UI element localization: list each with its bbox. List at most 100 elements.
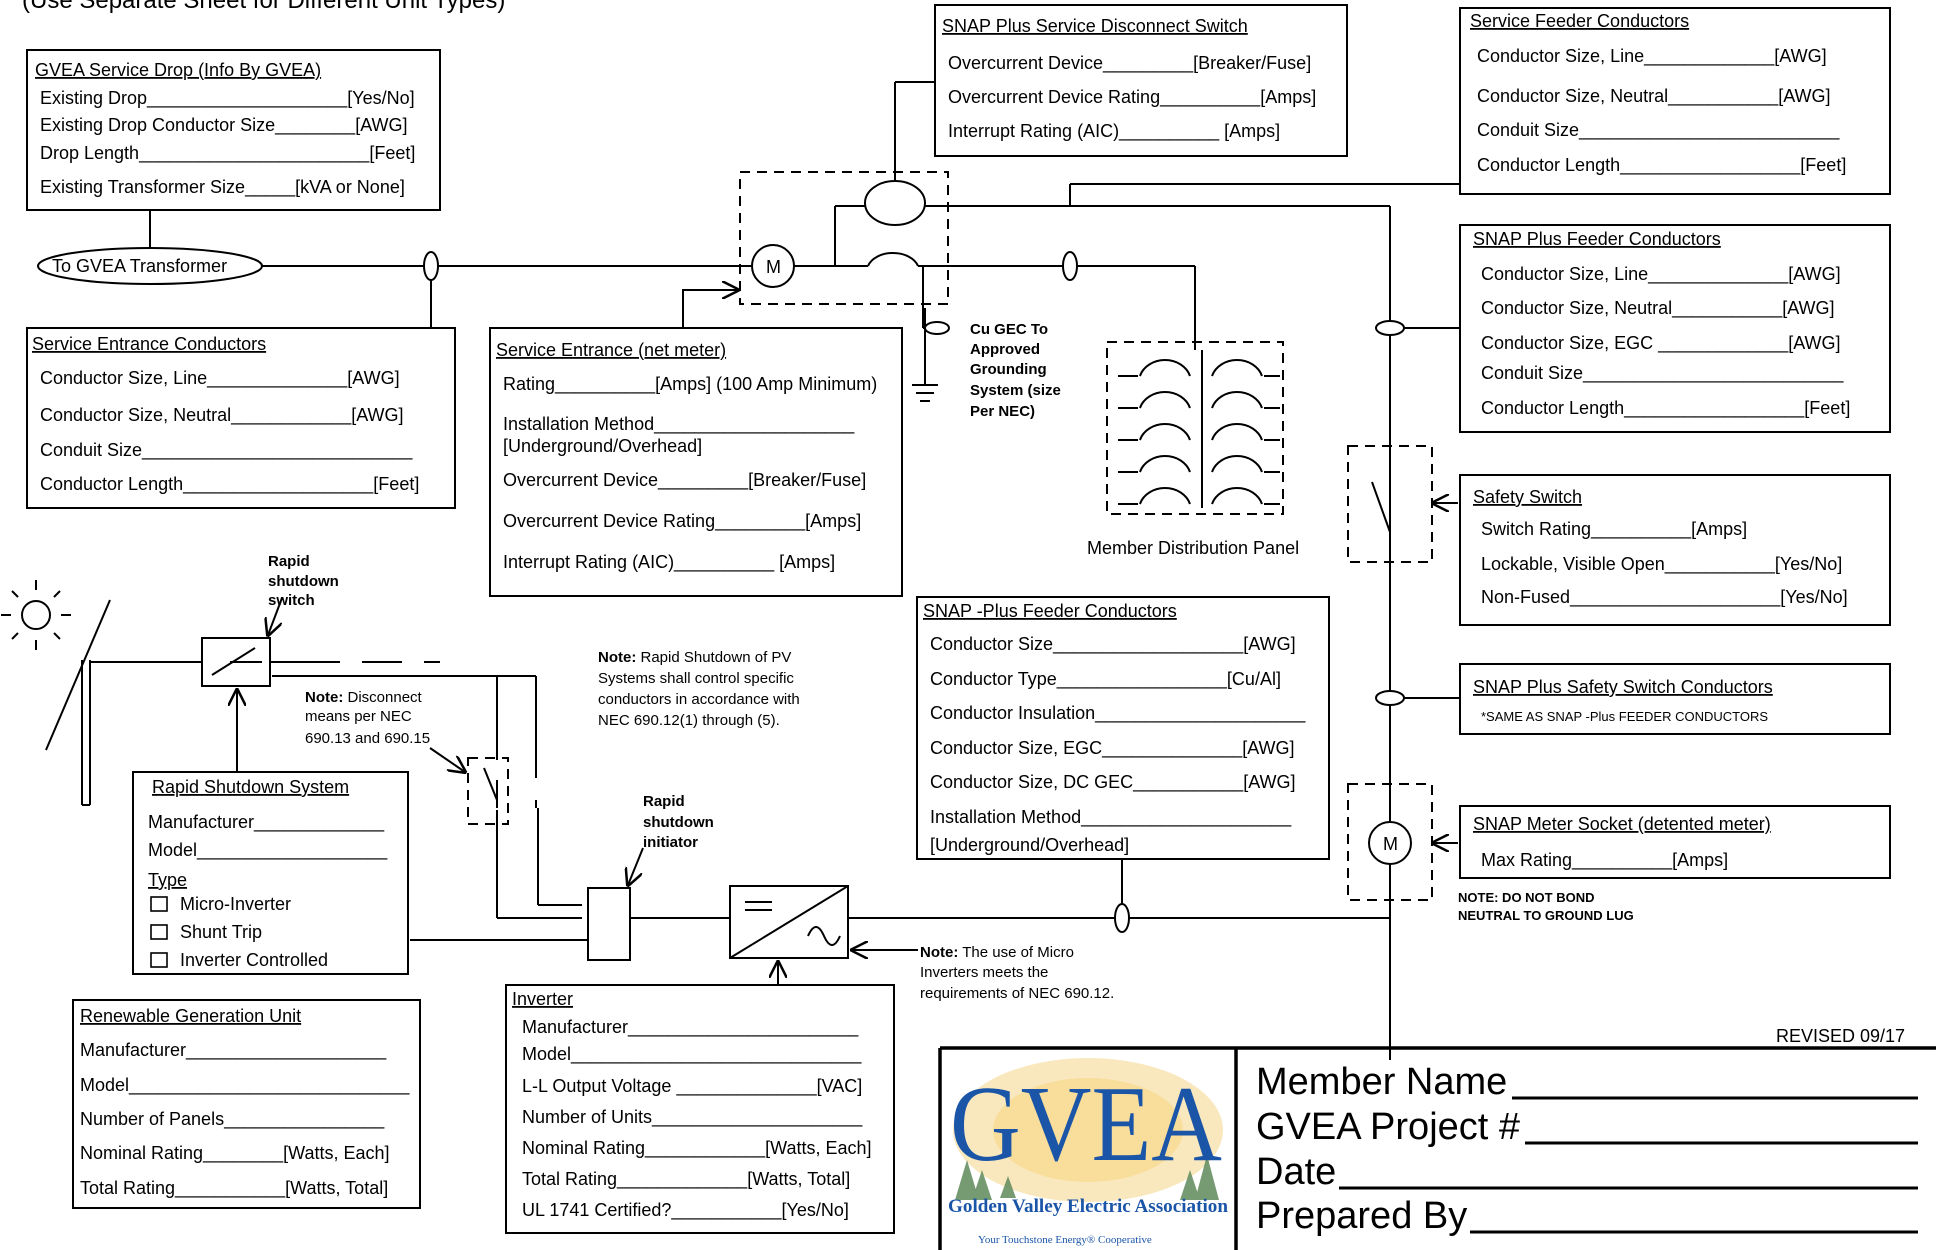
field-model: Model_____________________________ <box>522 1044 862 1065</box>
field-transformer-size: Existing Transformer Size_____[kVA or No… <box>40 177 405 198</box>
field-length: Conductor Length__________________[Feet] <box>1481 398 1850 419</box>
inverter-symbol <box>729 885 918 985</box>
field-lockable: Lockable, Visible Open___________[Yes/No… <box>1481 554 1842 575</box>
inverter-box: Inverter Manufacturer___________________… <box>505 984 895 1234</box>
no-bond-note-1: NOTE: DO NOT BOND <box>1458 890 1595 905</box>
gvea-logo: GVEA Golden Valley Electric Association … <box>948 1058 1228 1246</box>
to-transformer-node <box>37 247 263 285</box>
meter-socket-symbol <box>1347 783 1458 901</box>
field-egc: Conductor Size, EGC _____________[AWG] <box>1481 333 1841 354</box>
svg-text:Note: The use of Micro: Note: The use of Micro <box>920 944 1074 961</box>
title-block: GVEA Golden Valley Electric Association … <box>938 1046 1936 1250</box>
snap-meter-socket-box: SNAP Meter Socket (detented meter) Max R… <box>1459 805 1891 879</box>
box-title: Inverter <box>512 989 573 1009</box>
field-conduit: Conduit Size___________________________ <box>40 440 413 461</box>
field-model: Model___________________ <box>148 840 388 861</box>
checkbox-shunt-trip <box>150 924 168 940</box>
field-install-method-options: [Underground/Overhead] <box>503 436 702 456</box>
pv-array-symbol <box>45 599 111 806</box>
wiring <box>90 81 1460 1060</box>
member-distribution-panel-symbol <box>1106 341 1284 515</box>
field-size: Conductor Size___________________[AWG] <box>930 634 1296 655</box>
svg-text:Inverters meets the: Inverters meets the <box>920 964 1048 981</box>
field-overcurrent-device: Overcurrent Device_________[Breaker/Fuse… <box>503 470 866 491</box>
field-number-of-units: Number of Units_____________________ <box>522 1107 863 1128</box>
field-line: Conductor Size, Line_____________[AWG] <box>1477 46 1827 67</box>
svg-text:Note: Disconnect: Note: Disconnect <box>305 689 423 706</box>
field-nominal-rating: Nominal Rating____________[Watts, Each] <box>522 1138 872 1159</box>
revised-label: REVISED 09/17 <box>1776 1026 1905 1046</box>
field-dc-gec: Conductor Size, DC GEC___________[AWG] <box>930 772 1296 793</box>
svg-text:initiator: initiator <box>643 834 698 851</box>
micro-inverter-note: Note: The use of Micro Inverters meets t… <box>920 944 1114 1002</box>
logo-tagline: Your Touchstone Energy® Cooperative <box>978 1234 1152 1246</box>
rapid-shutdown-note: Note: Rapid Shutdown of PV Systems shall… <box>598 649 800 729</box>
svg-text:Rapid: Rapid <box>268 553 310 570</box>
snap-safety-switch-conductors-box: SNAP Plus Safety Switch Conductors *SAME… <box>1459 663 1891 735</box>
svg-text:switch: switch <box>268 592 315 609</box>
field-manufacturer: Manufacturer____________________ <box>80 1040 387 1061</box>
field-interrupt-rating: Interrupt Rating (AIC)__________ [Amps] <box>948 121 1280 142</box>
rapid-shutdown-switch-symbol <box>201 597 283 687</box>
field-install-method: Installation Method_____________________ <box>930 807 1292 828</box>
box-title: GVEA Service Drop (Info By GVEA) <box>35 60 321 80</box>
member-name-label: Member Name <box>1256 1061 1507 1103</box>
field-manufacturer: Manufacturer_____________ <box>148 812 385 833</box>
panel-label: Member Distribution Panel <box>1087 538 1299 558</box>
field-total-rating: Total Rating___________[Watts, Total] <box>80 1178 388 1199</box>
field-overcurrent-rating: Overcurrent Device Rating__________[Amps… <box>948 87 1316 108</box>
field-conduit: Conduit Size__________________________ <box>1481 363 1844 384</box>
svg-text:Approved: Approved <box>970 341 1040 358</box>
field-switch-rating: Switch Rating__________[Amps] <box>1481 519 1747 540</box>
box-title: SNAP Plus Safety Switch Conductors <box>1473 677 1773 697</box>
field-type: Conductor Type_________________[Cu/Al] <box>930 669 1281 690</box>
option-shunt-trip: Shunt Trip <box>180 922 262 942</box>
box-title: SNAP -Plus Feeder Conductors <box>923 601 1177 621</box>
field-neutral: Conductor Size, Neutral___________[AWG] <box>1481 298 1835 319</box>
field-ll-voltage: L-L Output Voltage ______________[VAC] <box>522 1076 862 1097</box>
field-overcurrent-rating: Overcurrent Device Rating_________[Amps] <box>503 511 861 532</box>
field-total-rating: Total Rating_____________[Watts, Total] <box>522 1169 850 1190</box>
box-title: Service Entrance (net meter) <box>496 340 726 360</box>
rapid-shutdown-initiator-label: Rapid shutdown initiator <box>643 793 714 851</box>
svg-text:means per NEC: means per NEC <box>305 708 412 725</box>
snap-service-disconnect-box: SNAP Plus Service Disconnect Switch Over… <box>934 4 1348 157</box>
renewable-generation-unit-box: Renewable Generation Unit Manufacturer__… <box>72 999 421 1209</box>
service-entrance-net-meter-box: Service Entrance (net meter) Rating_____… <box>489 327 903 597</box>
svg-text:shutdown: shutdown <box>268 573 339 590</box>
field-overcurrent-device: Overcurrent Device_________[Breaker/Fuse… <box>948 53 1311 74</box>
field-neutral: Conductor Size, Neutral___________[AWG] <box>1477 86 1831 107</box>
option-inverter-controlled: Inverter Controlled <box>180 950 328 970</box>
option-micro-inverter: Micro-Inverter <box>180 894 291 914</box>
box-title: SNAP Meter Socket (detented meter) <box>1473 814 1771 834</box>
safety-switch-box: Safety Switch Switch Rating__________[Am… <box>1459 474 1891 626</box>
field-non-fused: Non-Fused_____________________[Yes/No] <box>1481 587 1848 608</box>
disconnect-note: Note: Disconnect means per NEC 690.13 an… <box>305 689 430 747</box>
project-label: GVEA Project # <box>1256 1106 1520 1148</box>
box-title: Service Feeder Conductors <box>1470 11 1689 31</box>
checkbox-inverter-controlled <box>150 952 168 968</box>
field-existing-drop: Existing Drop____________________[Yes/No… <box>40 88 415 109</box>
field-neutral: Conductor Size, Neutral____________[AWG] <box>40 405 404 426</box>
box-title: Rapid Shutdown System <box>152 777 349 797</box>
service-feeder-conductors-box: Service Feeder Conductors Conductor Size… <box>1459 7 1891 195</box>
box-title: Renewable Generation Unit <box>80 1006 301 1026</box>
sun-rays-graphic <box>953 1058 1223 1202</box>
checkbox-micro-inverter <box>150 896 168 912</box>
no-bond-note-2: NEUTRAL TO GROUND LUG <box>1458 908 1634 923</box>
service-meter-label: M <box>766 257 781 277</box>
svg-text:conductors in accordance with: conductors in accordance with <box>598 691 800 708</box>
trees-graphic <box>955 1155 1219 1200</box>
field-length: Conductor Length__________________[Feet] <box>1477 155 1846 176</box>
rapid-shutdown-system-box: Rapid Shutdown System Manufacturer______… <box>132 771 409 975</box>
field-nominal-rating: Nominal Rating________[Watts, Each] <box>80 1143 390 1164</box>
svg-text:Grounding: Grounding <box>970 361 1047 378</box>
field-conduit: Conduit Size__________________________ <box>1477 120 1840 141</box>
box-title: Safety Switch <box>1473 487 1582 507</box>
pv-disconnect-symbol <box>429 747 509 825</box>
same-as-note: *SAME AS SNAP -Plus FEEDER CONDUCTORS <box>1481 709 1768 724</box>
snap-feeder-conductors-right-box: SNAP Plus Feeder Conductors Conductor Si… <box>1459 224 1891 433</box>
svg-text:Rapid: Rapid <box>643 793 685 810</box>
svg-text:Systems shall control specific: Systems shall control specific <box>598 670 794 687</box>
